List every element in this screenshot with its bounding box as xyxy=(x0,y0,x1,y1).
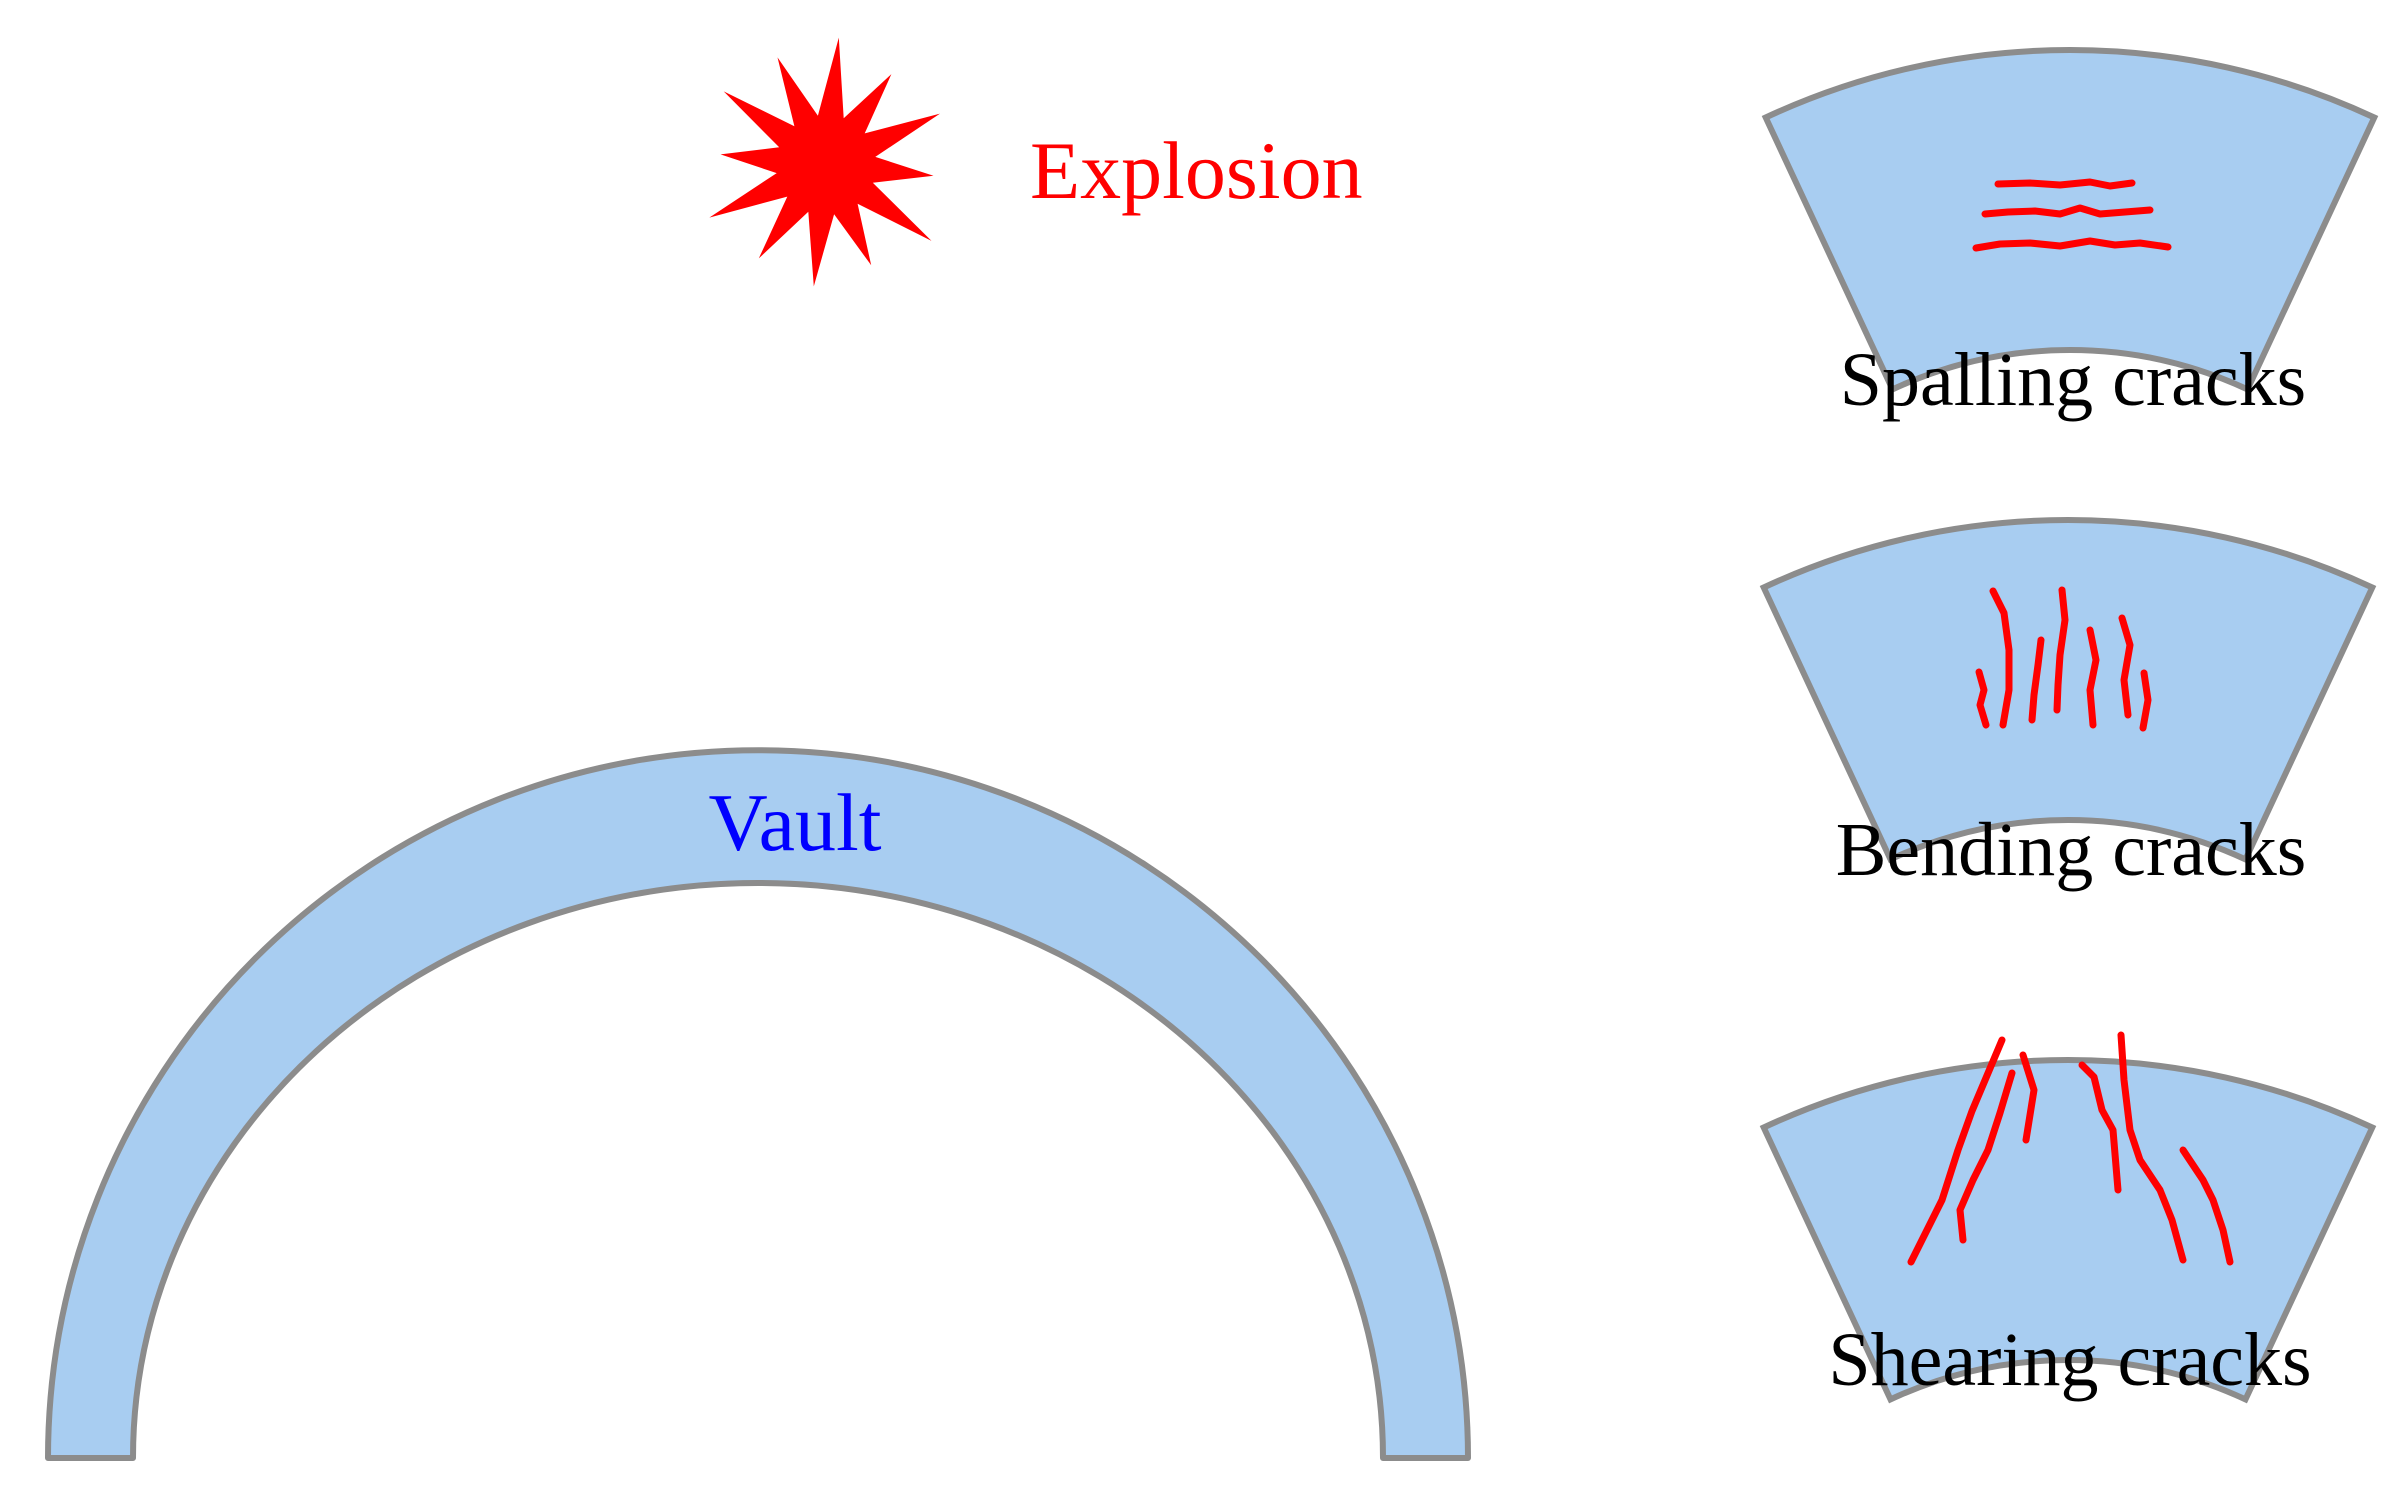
crack-line xyxy=(2139,669,2152,732)
crack-line xyxy=(1994,178,2136,190)
crack-line xyxy=(2053,586,2069,714)
lining-segment-shearing xyxy=(1759,1057,2377,1404)
spalling-cracks-label: Spalling cracks xyxy=(1840,338,2306,422)
shearing-cracks-label: Shearing cracks xyxy=(1828,1318,2311,1402)
shearing-crack-lines xyxy=(1907,1031,2234,1266)
crack-line xyxy=(1975,668,1990,729)
crack-line xyxy=(1956,1069,2016,1244)
crack-line xyxy=(2078,1061,2122,1194)
bending-crack-lines xyxy=(1975,586,2152,732)
crack-line xyxy=(2118,614,2134,719)
lining-segment-spalling xyxy=(1761,47,2379,394)
bending-cracks-panel: Bending cracks xyxy=(1759,517,2377,892)
vault-arch xyxy=(45,747,1471,1461)
crack-line xyxy=(1972,237,2172,252)
vault-label: Vault xyxy=(708,777,881,868)
explosion-label: Explosion xyxy=(1030,125,1363,216)
spalling-crack-lines xyxy=(1972,178,2172,252)
crack-line xyxy=(2086,626,2100,729)
crack-line xyxy=(2019,1051,2038,1144)
bending-cracks-label: Bending cracks xyxy=(1836,808,2307,892)
lining-segment-bending xyxy=(1759,517,2377,864)
spalling-cracks-panel: Spalling cracks xyxy=(1761,47,2379,422)
crack-line xyxy=(1907,1036,2006,1266)
crack-line xyxy=(1989,587,2013,729)
shearing-cracks-panel: Shearing cracks xyxy=(1759,1031,2377,1404)
crack-line xyxy=(2028,636,2045,724)
crack-line xyxy=(2117,1031,2187,1264)
explosion-icon xyxy=(709,37,940,287)
crack-line xyxy=(2179,1146,2234,1266)
crack-line xyxy=(1981,204,2154,218)
